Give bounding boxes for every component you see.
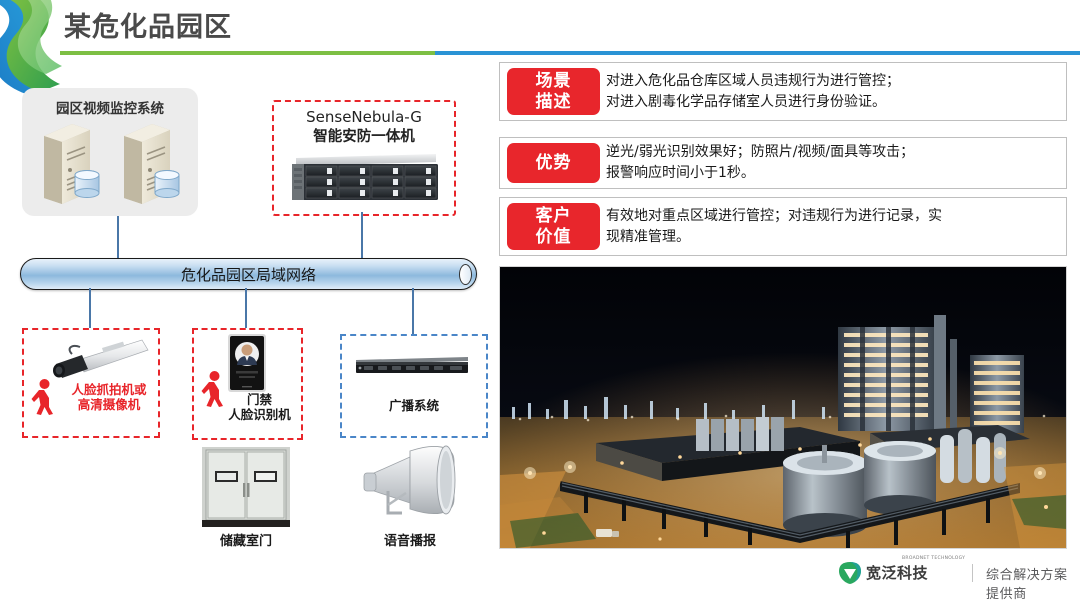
video-surveillance-system-box: 园区视频监控系统 [22, 88, 198, 216]
footer-brand-superscript: BROADNET TECHNOLOGY [902, 556, 966, 561]
voice-speaker-label: 语音播报 [383, 534, 436, 549]
footer-brand-name: 宽泛科技 [866, 564, 929, 582]
server-icon [44, 124, 100, 204]
footer-divider [972, 564, 973, 582]
server-icon [124, 124, 180, 204]
face-recognition-terminal-icon [228, 334, 266, 392]
device-caption-camera: 人脸抓拍机或 高清摄像机 [24, 382, 176, 412]
database-cylinder-icon [74, 170, 100, 198]
connector-network-to-broadcast [412, 288, 414, 334]
info-text-scenario: 对进入危化品仓库区域人员违规行为进行管控； 对进入剧毒化学品存储室人员进行身份验… [606, 63, 1066, 120]
header-divider-green [60, 51, 435, 55]
device-box-face-terminal: 门禁 人脸识别机 [192, 328, 303, 440]
info-tag-customer-value-line1: 客户 [535, 205, 572, 226]
footer-tagline: 综合解决方案提供商 [986, 568, 1068, 602]
info-tag-advantages: 优势 [507, 143, 600, 183]
info-text-customer-value-line2: 现精准管理。 [606, 228, 690, 245]
header-divider-blue [435, 51, 1080, 55]
connector-nebula-to-network [361, 212, 363, 259]
device-box-camera: 人脸抓拍机或 高清摄像机 [22, 328, 160, 438]
shield-logo-icon [839, 562, 861, 584]
info-tag-advantages-line1: 优势 [535, 152, 572, 173]
info-tag-customer-value-line2: 价值 [535, 226, 572, 247]
info-tag-scenario-line1: 场景 [535, 70, 572, 91]
rack-server-icon [292, 154, 438, 200]
info-row-scenario: 场景 描述 对进入危化品仓库区域人员违规行为进行管控； 对进入剧毒化学品存储室人… [499, 62, 1067, 121]
info-text-customer-value: 有效地对重点区域进行管控；对违规行为进行记录，实 现精准管理。 [606, 198, 1066, 255]
broadcast-amplifier-icon [356, 357, 468, 373]
campus-lan-bar: 危化品园区局域网络 [20, 258, 477, 290]
footer-logo: BROADNET TECHNOLOGY 宽泛科技 综合解决方案提供商 [838, 556, 1078, 602]
info-tag-scenario: 场景 描述 [507, 68, 600, 115]
info-text-scenario-line1: 对进入危化品仓库区域人员违规行为进行管控； [606, 72, 900, 89]
campus-lan-end-cap [459, 264, 472, 285]
page-title: 某危化品园区 [64, 12, 232, 43]
pedestrian-icon [201, 371, 223, 407]
sensenebula-g-label: SenseNebula-G 智能安防一体机 [274, 107, 454, 147]
info-text-scenario-line2: 对进入剧毒化学品存储室人员进行身份验证。 [606, 93, 886, 110]
connector-vms-to-network [117, 216, 119, 259]
info-text-advantages: 逆光/弱光识别效果好；防照片/视频/面具等攻击； 报警响应时间小于1秒。 [606, 138, 1066, 188]
sensenebula-g-name: SenseNebula-G [306, 108, 422, 126]
info-text-advantages-line2: 报警响应时间小于1秒。 [606, 165, 755, 181]
info-row-advantages: 优势 逆光/弱光识别效果好；防照片/视频/面具等攻击； 报警响应时间小于1秒。 [499, 137, 1067, 189]
server-pair [38, 120, 184, 206]
info-text-advantages-line1: 逆光/弱光识别效果好；防照片/视频/面具等攻击； [606, 144, 915, 160]
device-caption-camera-line2: 高清摄像机 [77, 397, 141, 412]
box-camera-icon [53, 339, 149, 378]
video-surveillance-system-label: 园区视频监控系统 [56, 101, 164, 117]
header-divider [60, 51, 1080, 55]
info-text-customer-value-line1: 有效地对重点区域进行管控；对违规行为进行记录，实 [606, 207, 942, 224]
storage-room-door-label: 储藏室门 [219, 534, 272, 549]
device-caption-broadcast: 广播系统 [342, 398, 486, 413]
brand-ribbon-logo [0, 0, 62, 94]
campus-lan-label: 危化品园区局域网络 [180, 265, 316, 284]
storage-room-door-icon [202, 447, 290, 527]
info-row-customer-value: 客户 价值 有效地对重点区域进行管控；对违规行为进行记录，实 现精准管理。 [499, 197, 1067, 256]
database-cylinder-icon [154, 170, 180, 198]
device-caption-face-terminal-line1: 门禁 [246, 392, 272, 407]
info-tag-customer-value: 客户 价值 [507, 203, 600, 250]
sensenebula-g-subtitle: 智能安防一体机 [313, 129, 415, 145]
device-caption-camera-line1: 人脸抓拍机或 [71, 382, 147, 397]
connector-network-to-camera [89, 288, 91, 329]
device-caption-broadcast-line1: 广播系统 [388, 398, 439, 413]
sensenebula-g-box: SenseNebula-G 智能安防一体机 [272, 100, 456, 216]
chemical-park-night-photo [499, 266, 1067, 549]
connector-network-to-face-terminal [245, 288, 247, 329]
device-box-broadcast: 广播系统 [340, 334, 488, 438]
pedestrian-icon [31, 379, 53, 415]
info-tag-scenario-line2: 描述 [535, 91, 572, 112]
voice-speaker-icon [363, 445, 456, 515]
device-caption-face-terminal: 门禁 人脸识别机 [194, 392, 313, 422]
device-caption-face-terminal-line2: 人脸识别机 [228, 407, 291, 422]
